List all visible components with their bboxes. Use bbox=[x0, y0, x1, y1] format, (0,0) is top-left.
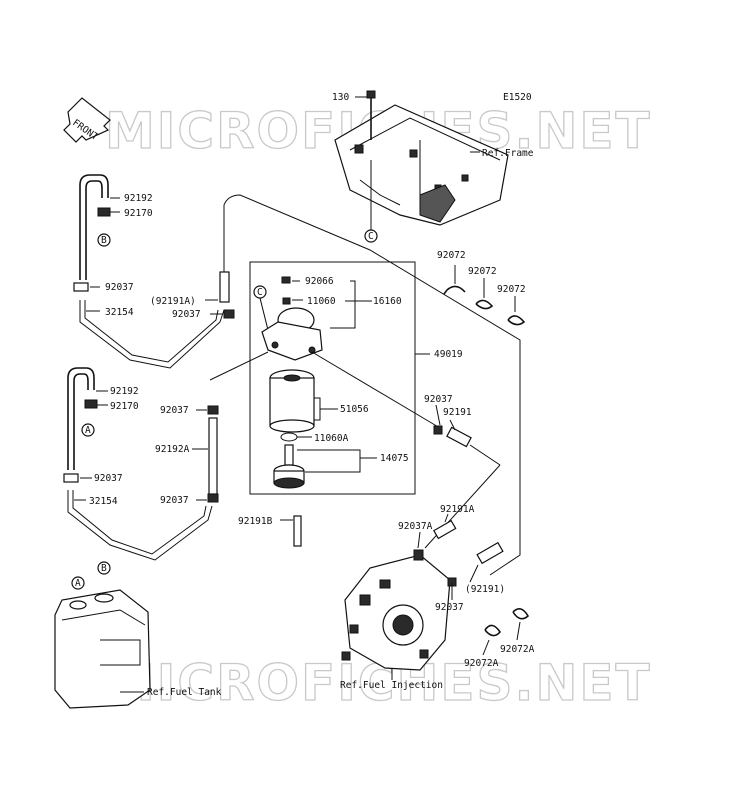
label-14075: 14075 bbox=[380, 453, 409, 464]
label-92037-d: 92037 bbox=[160, 495, 189, 506]
label-92191B: 92191B bbox=[238, 516, 273, 527]
label-92191A: 92191A bbox=[440, 504, 475, 515]
callout-a-tank-text: A bbox=[75, 578, 81, 589]
label-32154-top: 32154 bbox=[105, 307, 134, 318]
clamp-92072-3-icon bbox=[507, 315, 526, 326]
callout-c-frame bbox=[364, 229, 378, 243]
label-92066: 92066 bbox=[305, 276, 334, 287]
clamp-92072A-icon bbox=[512, 608, 530, 620]
label-92037-c: 92037 bbox=[160, 405, 189, 416]
label-16160: 16160 bbox=[373, 296, 402, 307]
label-92037-f: 92037 bbox=[94, 473, 123, 484]
ref-fuel-injection-label: Ref.Fuel Injection bbox=[340, 680, 443, 691]
label-92037-e: 92037 bbox=[424, 394, 453, 405]
filter-head-16160 bbox=[261, 276, 323, 361]
label-92037-b: 92037 bbox=[172, 309, 201, 320]
label-92191: 92191 bbox=[443, 407, 472, 418]
callout-a-lower-text: A bbox=[85, 425, 91, 436]
bolt-130-icon bbox=[366, 90, 376, 140]
filter-assembly-box bbox=[249, 261, 416, 495]
hose-lower-left bbox=[63, 367, 213, 561]
callout-c-frame-text: C bbox=[368, 231, 374, 242]
filter-element-51056 bbox=[269, 369, 315, 433]
clamp-92072-4-icon bbox=[484, 624, 502, 637]
label-92192A: 92192A bbox=[155, 444, 190, 455]
ref-fuel-tank-label: Ref.Fuel Tank bbox=[147, 687, 222, 698]
hose-92191-paren bbox=[476, 541, 504, 565]
label-92072-2: 92072 bbox=[468, 266, 497, 277]
label-92191A-paren: (92191A) bbox=[150, 296, 196, 307]
label-92072-1: 92072 bbox=[437, 250, 466, 261]
label-92072-3: 92072 bbox=[497, 284, 526, 295]
o-ring-11060A bbox=[280, 432, 298, 442]
label-11060: 11060 bbox=[307, 296, 336, 307]
label-92072A-2: 92072A bbox=[500, 644, 535, 655]
water-separator-14075 bbox=[273, 444, 305, 489]
label-92192-mid: 92192 bbox=[110, 386, 139, 397]
callout-a-tank bbox=[71, 576, 85, 590]
label-92170-top: 92170 bbox=[124, 208, 153, 219]
callout-b-tank bbox=[97, 561, 111, 575]
hose-92191A-lower bbox=[433, 519, 457, 540]
injection-pump-part bbox=[341, 549, 457, 671]
hose-upper-left bbox=[73, 174, 225, 369]
front-arrow-icon: FRONT bbox=[63, 97, 111, 143]
label-130: 130 bbox=[332, 92, 349, 103]
label-92170-mid: 92170 bbox=[110, 401, 139, 412]
clamp-92072-1-icon bbox=[443, 285, 466, 295]
label-32154-bot: 32154 bbox=[89, 496, 118, 507]
label-92191-paren: (92191) bbox=[465, 584, 505, 595]
callout-a-lower bbox=[81, 423, 95, 437]
ref-frame-label: Ref.Frame bbox=[482, 148, 534, 159]
callout-c-filter-text: C bbox=[257, 287, 263, 298]
fuel-tank-part bbox=[54, 589, 151, 709]
label-92037A: 92037A bbox=[398, 521, 433, 532]
hose-92192A bbox=[207, 351, 302, 547]
hose-92191A-top bbox=[219, 194, 521, 576]
label-49019: 49019 bbox=[434, 349, 463, 360]
callout-b-upper bbox=[97, 233, 111, 247]
label-92037-a: 92037 bbox=[105, 282, 134, 293]
callout-b-upper-text: B bbox=[101, 235, 107, 246]
label-92037-g: 92037 bbox=[435, 602, 464, 613]
label-51056: 51056 bbox=[340, 404, 369, 415]
diagram-code: E1520 bbox=[503, 92, 532, 103]
frame-part bbox=[334, 104, 509, 226]
callout-b-tank-text: B bbox=[101, 563, 107, 574]
clamp-92072-2-icon bbox=[475, 299, 494, 310]
label-11060A: 11060A bbox=[314, 433, 349, 444]
label-92192-top: 92192 bbox=[124, 193, 153, 204]
label-92072A-1: 92072A bbox=[464, 658, 499, 669]
